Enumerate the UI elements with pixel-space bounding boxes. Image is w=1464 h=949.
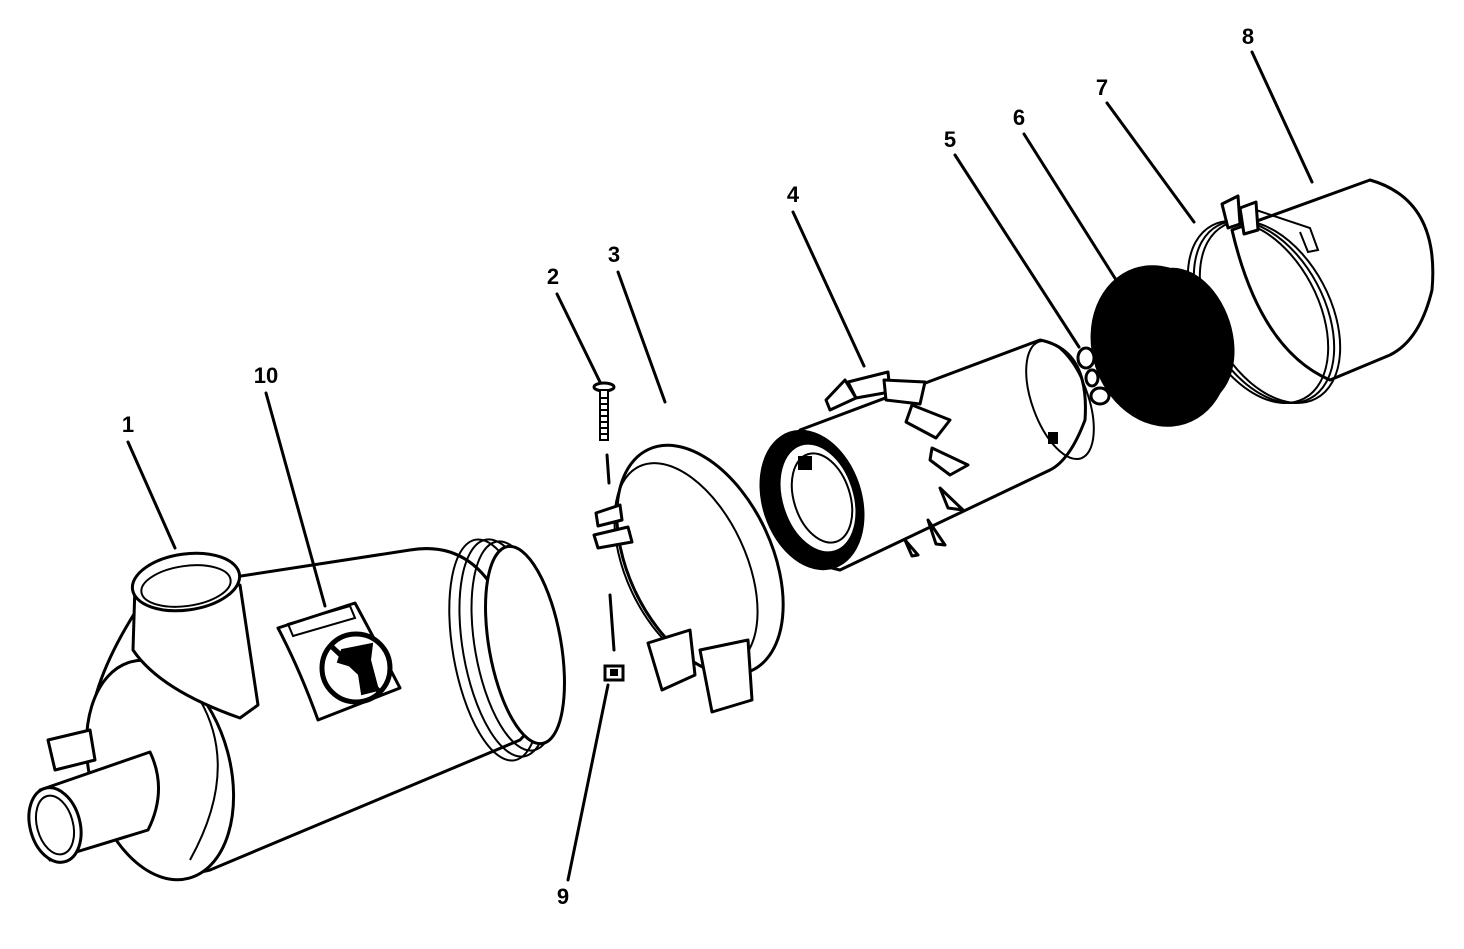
- callout-10: 10: [253, 363, 279, 388]
- callout-2: 2: [546, 264, 560, 289]
- callout-4: 4: [786, 182, 800, 207]
- callout-3: 3: [607, 242, 621, 267]
- dust-cup-part: [1230, 178, 1435, 382]
- callout-7: 7: [1095, 75, 1109, 100]
- housing-part: [27, 538, 566, 882]
- mounting-band-part: [592, 443, 785, 714]
- callout-8: 8: [1241, 24, 1255, 49]
- gasket-part: [1090, 265, 1235, 427]
- callout-6: 6: [1012, 105, 1026, 130]
- caution-decal-icon: [276, 601, 402, 722]
- callout-9: 9: [556, 884, 570, 909]
- wing-nut-part: [1076, 346, 1111, 406]
- nut-part: [603, 664, 625, 682]
- leader-lines: [126, 50, 1314, 882]
- callout-1: 1: [121, 412, 135, 437]
- filter-element-part: [759, 338, 1095, 572]
- screw-part: [592, 381, 616, 485]
- callout-5: 5: [943, 127, 957, 152]
- clamp-part: [1186, 194, 1342, 404]
